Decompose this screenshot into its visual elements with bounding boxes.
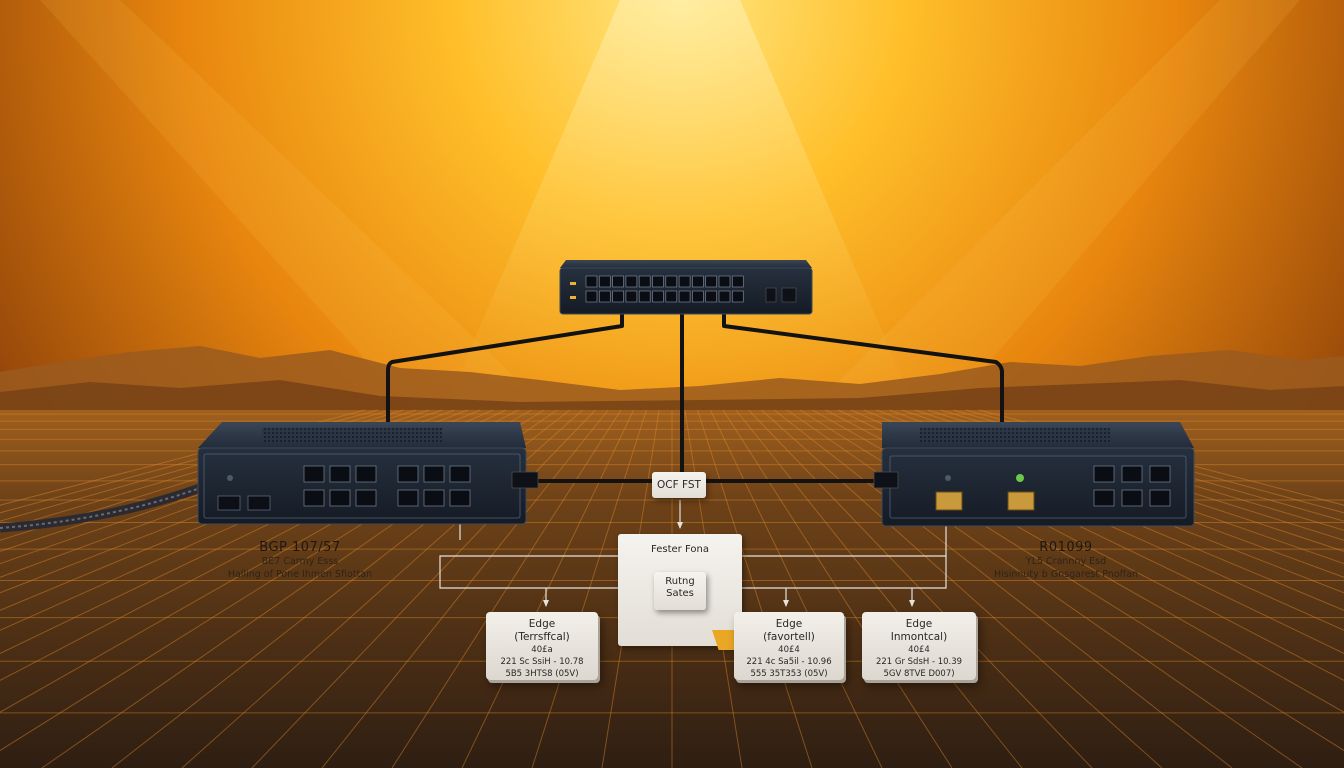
ethernet-port (678, 275, 691, 288)
left-router-title: BGP 107/57 (259, 540, 341, 555)
ethernet-port (1121, 465, 1143, 483)
ethernet-port (1121, 489, 1143, 507)
ethernet-port (692, 275, 704, 288)
ethernet-port (718, 275, 731, 288)
left-router (197, 422, 539, 525)
edge-card-subtitle: (Terrsffcal) (514, 631, 570, 643)
center-tag: OCF FST (652, 472, 706, 498)
connector-route-left (439, 555, 618, 589)
ethernet-port (397, 489, 419, 507)
ethernet-port (718, 290, 731, 303)
network-cables (386, 312, 1004, 483)
routing-inner-box: Rutng Sates (654, 572, 706, 610)
edge-card-title: Edge (775, 618, 803, 630)
right-router (873, 422, 1195, 527)
edge-card-title: Edge (905, 618, 933, 630)
left-router-line2: Halling of Pone Ihmen Sfiottan (227, 569, 373, 580)
ethernet-port (449, 489, 471, 507)
routing-inner-label: Rutng Sates (665, 576, 695, 599)
routing-box-title: Fester Fona (651, 544, 709, 555)
edge-card-line2: 5B5 3HTS8 (05V) (505, 669, 579, 679)
left-router-label: BGP 107/57 BE7 Carmy Esss Halling of Pon… (190, 540, 410, 581)
ethernet-port (303, 489, 325, 507)
ethernet-port (303, 465, 325, 483)
ethernet-port (1093, 489, 1115, 507)
edge-card-line1: 221 Sc SsiH - 10.78 (500, 657, 584, 667)
top-switch (559, 260, 813, 315)
connector-route-right-low (742, 556, 947, 589)
ethernet-port (585, 275, 598, 288)
ethernet-port (625, 275, 638, 288)
ethernet-port (705, 275, 718, 288)
edge-card-code: 40£a (531, 645, 553, 655)
right-router-title: R01099 (1039, 540, 1093, 555)
edge-card-3: Edge Inmontcal) 40£4 221 Gr SdsH - 10.39… (862, 612, 976, 680)
ethernet-port (423, 489, 445, 507)
edge-card-subtitle: Inmontcal) (890, 631, 948, 643)
ethernet-port (1149, 489, 1171, 507)
ethernet-port (612, 275, 624, 288)
ethernet-port (625, 290, 638, 303)
ethernet-port (329, 465, 351, 483)
ethernet-port (678, 290, 691, 303)
edge-card-line2: 555 35T353 (05V) (750, 669, 828, 679)
ethernet-port (397, 465, 419, 483)
edge-card-subtitle: (favortell) (763, 631, 815, 643)
routing-box: Fester Fona Rutng Sates (618, 534, 742, 650)
ethernet-port (449, 465, 471, 483)
ethernet-port (1093, 465, 1115, 483)
ethernet-port (638, 275, 651, 288)
ethernet-port (652, 275, 664, 288)
light-ray-right (800, 0, 1300, 420)
ethernet-port (665, 290, 678, 303)
ethernet-port (731, 290, 744, 303)
edge-card-title: Edge (528, 618, 556, 630)
ethernet-port (665, 275, 678, 288)
ethernet-port (598, 275, 611, 288)
center-tag-label: OCF FST (657, 479, 701, 491)
edge-card-1: Edge (Terrsffcal) 40£a 221 Sc SsiH - 10.… (486, 612, 598, 680)
edge-card-2: Edge (favortell) 40£4 221 4c Sa5il - 10.… (734, 612, 844, 680)
ethernet-port (329, 489, 351, 507)
ethernet-port (423, 465, 445, 483)
light-ray-left (40, 0, 560, 420)
edge-card-line1: 221 Gr SdsH - 10.39 (875, 657, 963, 667)
cable-top-to-right (722, 312, 1004, 422)
edge-card-code: 40£4 (778, 645, 800, 655)
right-router-label: R01099 YL5 Crannny Esd Hisinnuty b Gnsga… (948, 540, 1184, 581)
edge-card-code: 40£4 (908, 645, 930, 655)
ethernet-port (355, 465, 377, 483)
ethernet-port (1149, 465, 1171, 483)
cable-top-to-left (386, 312, 624, 422)
ethernet-port (652, 290, 664, 303)
sticky-note-corner (712, 630, 734, 650)
spotlight-beam (440, 0, 920, 420)
ethernet-port (692, 290, 704, 303)
ethernet-port (731, 275, 744, 288)
left-router-line1: BE7 Carmy Esss (261, 556, 339, 567)
edge-card-line2: 5GV 8TVE D007) (883, 669, 955, 679)
ethernet-port (638, 290, 651, 303)
ethernet-port (598, 290, 611, 303)
right-router-line1: YL5 Crannny Esd (1025, 556, 1107, 567)
ethernet-port (705, 290, 718, 303)
edge-card-line1: 221 4c Sa5il - 10.96 (746, 657, 832, 667)
ethernet-port (355, 489, 377, 507)
right-router-line2: Hisinnuty b Gnsgarest Pnoffan (993, 569, 1139, 580)
ethernet-port (585, 290, 598, 303)
ethernet-port (612, 290, 624, 303)
